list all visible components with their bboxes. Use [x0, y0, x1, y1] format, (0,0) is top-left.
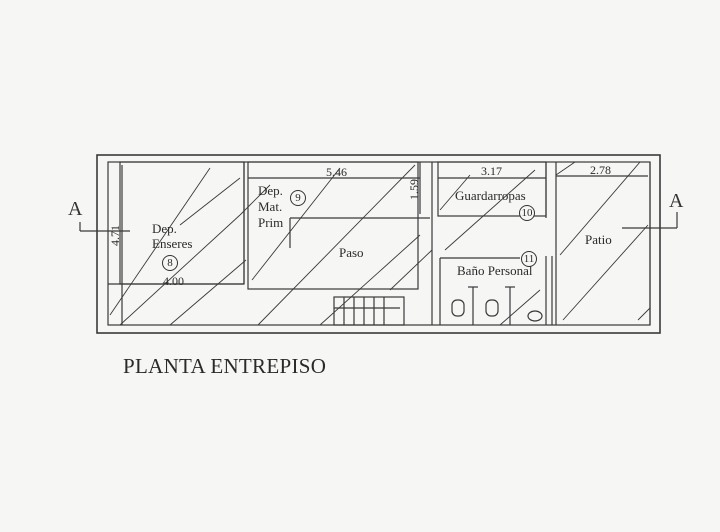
room-matprim-label-3: Prim — [258, 215, 284, 230]
dim-enseres-width: 4.00 — [163, 274, 184, 288]
dim-patio-width: 2.78 — [590, 163, 611, 177]
dim-guardarropas-width: 3.17 — [481, 164, 502, 178]
room-paso-label: Paso — [339, 245, 364, 260]
room-guardarropas-label: Guardarropas — [455, 188, 526, 203]
section-marker-right: A — [669, 190, 684, 212]
dim-matprim-height: 1.59 — [407, 179, 421, 200]
room-number-10: 10 — [519, 205, 535, 221]
section-marker-left: A — [68, 198, 83, 220]
room-enseres-label-1: Dep. — [152, 221, 177, 236]
room-number-8: 8 — [162, 255, 178, 271]
room-bano-label: Baño Personal — [457, 263, 533, 278]
plan-title: PLANTA ENTREPISO — [123, 354, 327, 378]
room-matprim-label-1: Dep. — [258, 183, 283, 198]
room-enseres-label-2: Enseres — [152, 236, 193, 251]
room-patio-label: Patio — [585, 232, 612, 247]
room-number-9: 9 — [290, 190, 306, 206]
room-number-11: 11 — [521, 251, 537, 267]
room-matprim-label-2: Mat. — [258, 199, 283, 214]
dim-matprim-width: 5.46 — [326, 165, 347, 179]
dim-enseres-height: 4.71 — [108, 225, 122, 246]
